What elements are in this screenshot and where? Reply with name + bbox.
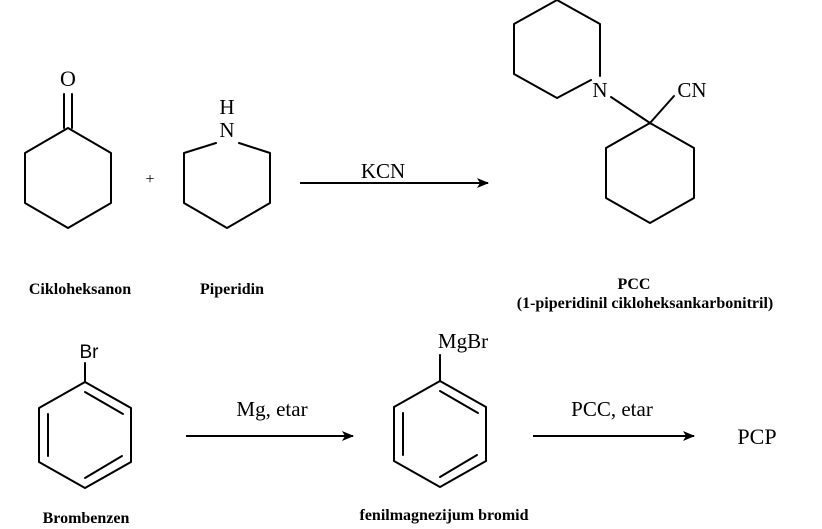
- pcc-full-name: (1-piperidinil cikloheksankarbonitril): [517, 295, 773, 312]
- bromine-label: Br: [80, 342, 100, 363]
- pcc-ether-reaction-arrow: PCC, etar: [533, 397, 695, 441]
- kcn-reaction-arrow: KCN: [300, 159, 489, 188]
- phenylmagnesium-bromide-structure: MgBr: [393, 329, 488, 488]
- plus-sign: +: [145, 171, 154, 188]
- product-nitrogen-label: N: [592, 78, 607, 102]
- cyclohexanone-name: Cikloheksanon: [29, 281, 131, 298]
- nitrogen-label: N: [219, 118, 234, 142]
- pcc-name: PCC: [618, 276, 651, 293]
- piperidine-name: Piperidin: [200, 281, 264, 298]
- oxygen-label: O: [60, 66, 76, 91]
- cyclohexanone-structure: O: [24, 66, 112, 229]
- reagent-kcn: KCN: [361, 159, 405, 183]
- bromobenzene-structure: Br: [38, 342, 132, 489]
- mg-ether-reaction-arrow: Mg, etar: [186, 397, 354, 441]
- piperidine-structure: H N: [183, 95, 271, 229]
- reagent-mg-ether: Mg, etar: [236, 397, 307, 421]
- reagent-pcc-ether: PCC, etar: [571, 397, 653, 421]
- hydrogen-label: H: [219, 95, 234, 119]
- pcc-structure: N CN: [513, 0, 707, 224]
- pcp-product: PCP: [737, 424, 776, 449]
- nitrile-label: CN: [677, 78, 706, 102]
- bromobenzene-name: Brombenzen: [43, 510, 130, 527]
- phenylmagnesium-bromide-name: fenilmagnezijum bromid: [359, 507, 528, 524]
- magnesium-bromide-label: MgBr: [438, 329, 488, 353]
